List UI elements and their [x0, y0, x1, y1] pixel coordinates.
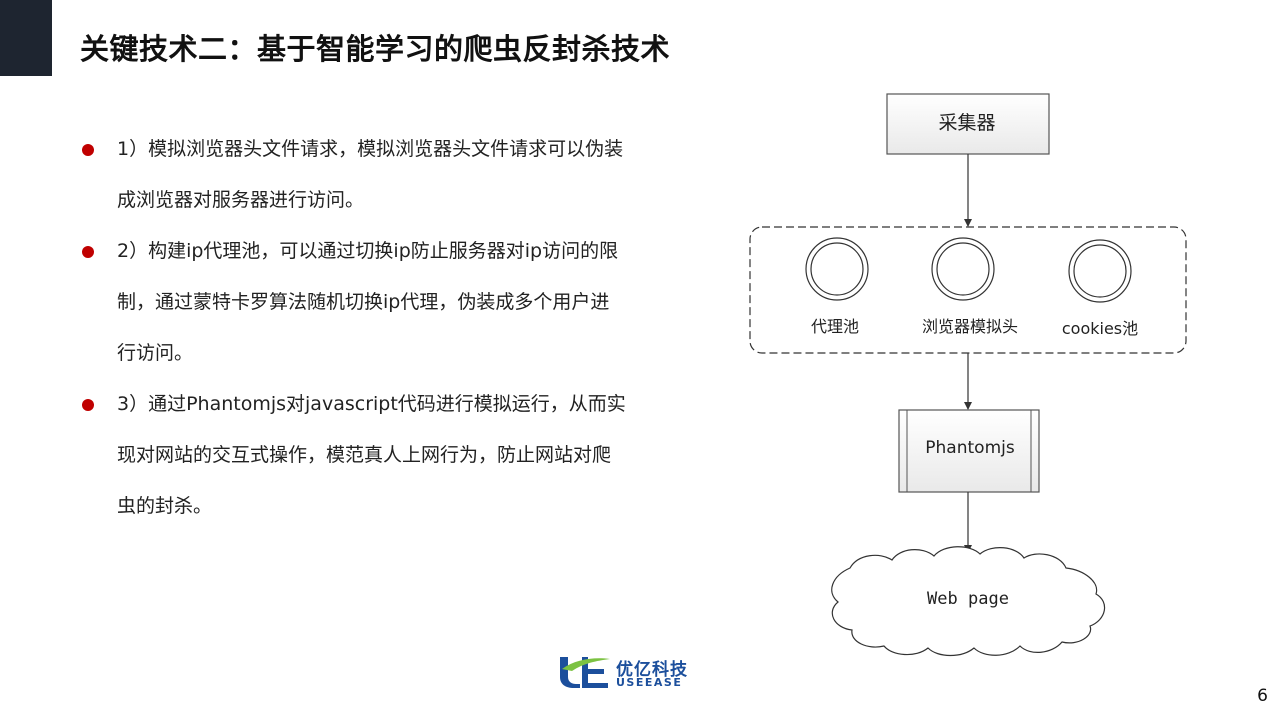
bullet-text-line: 现对网站的交互式操作，模范真人上网行为，防止网站对爬	[117, 444, 612, 466]
bullet-list: 1）模拟浏览器头文件请求，模拟浏览器头文件请求可以伪装 成浏览器对服务器进行访问…	[80, 124, 690, 532]
browser-header-inner-circle	[936, 242, 990, 296]
web-page-cloud-icon	[831, 546, 1106, 657]
bullet-dot-icon	[82, 246, 94, 258]
phantomjs-label: Phantomjs	[925, 438, 1015, 458]
bullet-text-line: 行访问。	[117, 342, 194, 364]
collector-label: 采集器	[938, 112, 996, 134]
bullet-text-line: 3）通过Phantomjs对javascript代码进行模拟运行，从而实	[117, 393, 626, 415]
diagram-canvas	[749, 93, 1187, 657]
logo-name-cn: 优亿科技	[616, 660, 688, 680]
collector-box	[886, 93, 1050, 155]
bullet-item-3: 3）通过Phantomjs对javascript代码进行模拟运行，从而实 现对网…	[80, 379, 690, 532]
bullet-text-line: 制，通过蒙特卡罗算法随机切换ip代理，伪装成多个用户进	[117, 291, 610, 313]
bullet-text-line: 2）构建ip代理池，可以通过切换ip防止服务器对ip访问的限	[117, 240, 619, 262]
company-logo-mark-icon	[560, 657, 610, 688]
phantomjs-box	[898, 409, 1040, 493]
slide-title: 关键技术二：基于智能学习的爬虫反封杀技术	[80, 32, 671, 66]
cookies-pool-inner-circle	[1073, 244, 1127, 298]
bullet-dot-icon	[82, 399, 94, 411]
web-page-label: Web page	[927, 589, 1009, 609]
proxy-pool-inner-circle	[810, 242, 864, 296]
company-logo: 优亿科技 USEEASE	[558, 655, 698, 691]
bullet-text-line: 虫的封杀。	[117, 495, 213, 517]
corner-accent-block	[0, 0, 52, 76]
bullet-item-1: 1）模拟浏览器头文件请求，模拟浏览器头文件请求可以伪装 成浏览器对服务器进行访问…	[80, 124, 690, 226]
bullet-item-2: 2）构建ip代理池，可以通过切换ip防止服务器对ip访问的限 制，通过蒙特卡罗算…	[80, 226, 690, 379]
bullet-text-line: 1）模拟浏览器头文件请求，模拟浏览器头文件请求可以伪装	[117, 138, 624, 160]
bullet-text-line: 成浏览器对服务器进行访问。	[117, 189, 365, 211]
cookies-pool-label: cookies池	[1061, 319, 1139, 338]
proxy-pool-label: 代理池	[810, 317, 859, 336]
bullet-dot-icon	[82, 144, 94, 156]
architecture-diagram: 采集器 代理池 浏览器模拟头 cookies池 Phantomjs Web pa…	[740, 80, 1210, 660]
page-number: 6	[1257, 686, 1268, 706]
logo-name-en: USEEASE	[616, 676, 683, 689]
browser-header-label: 浏览器模拟头	[921, 317, 1018, 336]
